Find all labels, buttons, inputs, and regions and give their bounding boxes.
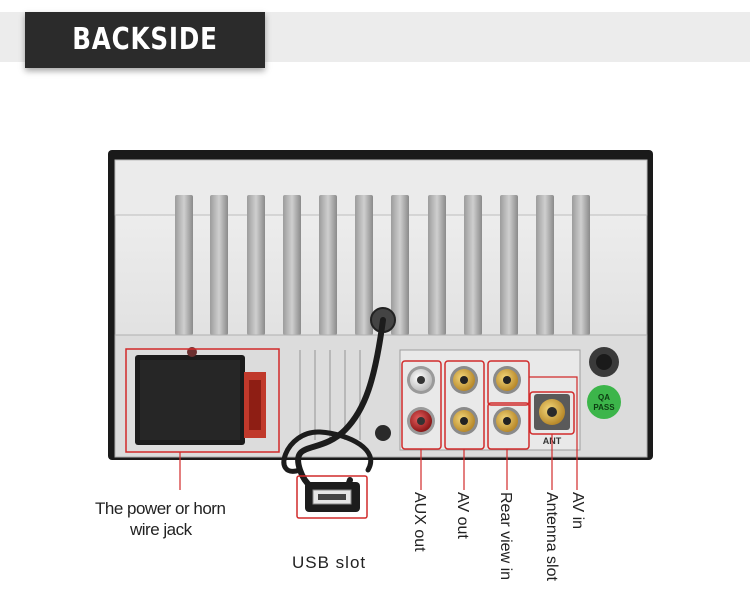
av-in-highlight (487, 360, 530, 406)
rear-view-in-label: Rear view in (497, 492, 514, 581)
rca-rear-view-bottom (493, 407, 521, 435)
rear-view-highlight (487, 402, 530, 450)
aux-out-label: AUX out (411, 492, 428, 552)
mount-screw (375, 425, 391, 441)
rca-rear-view-top (493, 366, 521, 394)
antenna-slot-label: Antenna slot (543, 492, 560, 581)
badge-line1: QA (598, 393, 610, 402)
qa-pass-badge: QA PASS (587, 385, 621, 419)
power-highlight-box (125, 348, 280, 453)
banner-title: BACKSIDE JACKS (72, 22, 218, 113)
ground-post (589, 347, 619, 377)
rca-aux-out-white (407, 366, 435, 394)
usb-label: USB slot (292, 553, 367, 572)
antenna-jack (534, 394, 570, 430)
heatsink-fins (175, 195, 590, 335)
banner-title-box: BACKSIDE JACKS (25, 12, 265, 113)
rca-aux-out-red (407, 407, 435, 435)
usb-plug (305, 482, 360, 512)
rca-av-out-bottom (450, 407, 478, 435)
av-out-label: AV out (454, 492, 471, 539)
usb-cable-loop (281, 429, 373, 474)
badge-line2: PASS (593, 403, 615, 412)
usb-highlight-box (296, 475, 368, 519)
power-label-line1: The power or horn (95, 499, 226, 518)
rca-av-out-top (450, 366, 478, 394)
lower-ribs (299, 350, 361, 440)
power-connector (135, 347, 266, 445)
power-label-line2: wire jack (130, 520, 192, 539)
av-in-label: AV in (569, 492, 586, 530)
leader-lines (179, 376, 578, 490)
chassis-top-plate (114, 159, 648, 216)
